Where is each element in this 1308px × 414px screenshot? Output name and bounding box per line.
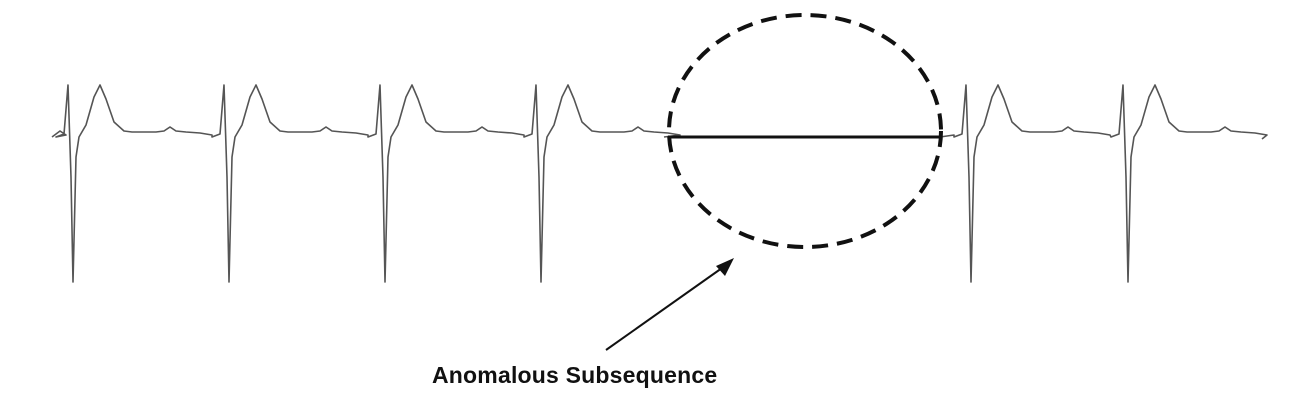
anomaly-highlight-circle	[667, 13, 943, 249]
annotation-arrow	[605, 258, 734, 351]
arrow-head-icon	[716, 258, 734, 276]
ecg-normal-beats-after	[939, 84, 1268, 283]
ecg-normal-beats-before	[51, 84, 681, 283]
ecg-signal-trace	[51, 84, 1268, 283]
anomalous-subsequence-label: Anomalous Subsequence	[432, 362, 718, 388]
